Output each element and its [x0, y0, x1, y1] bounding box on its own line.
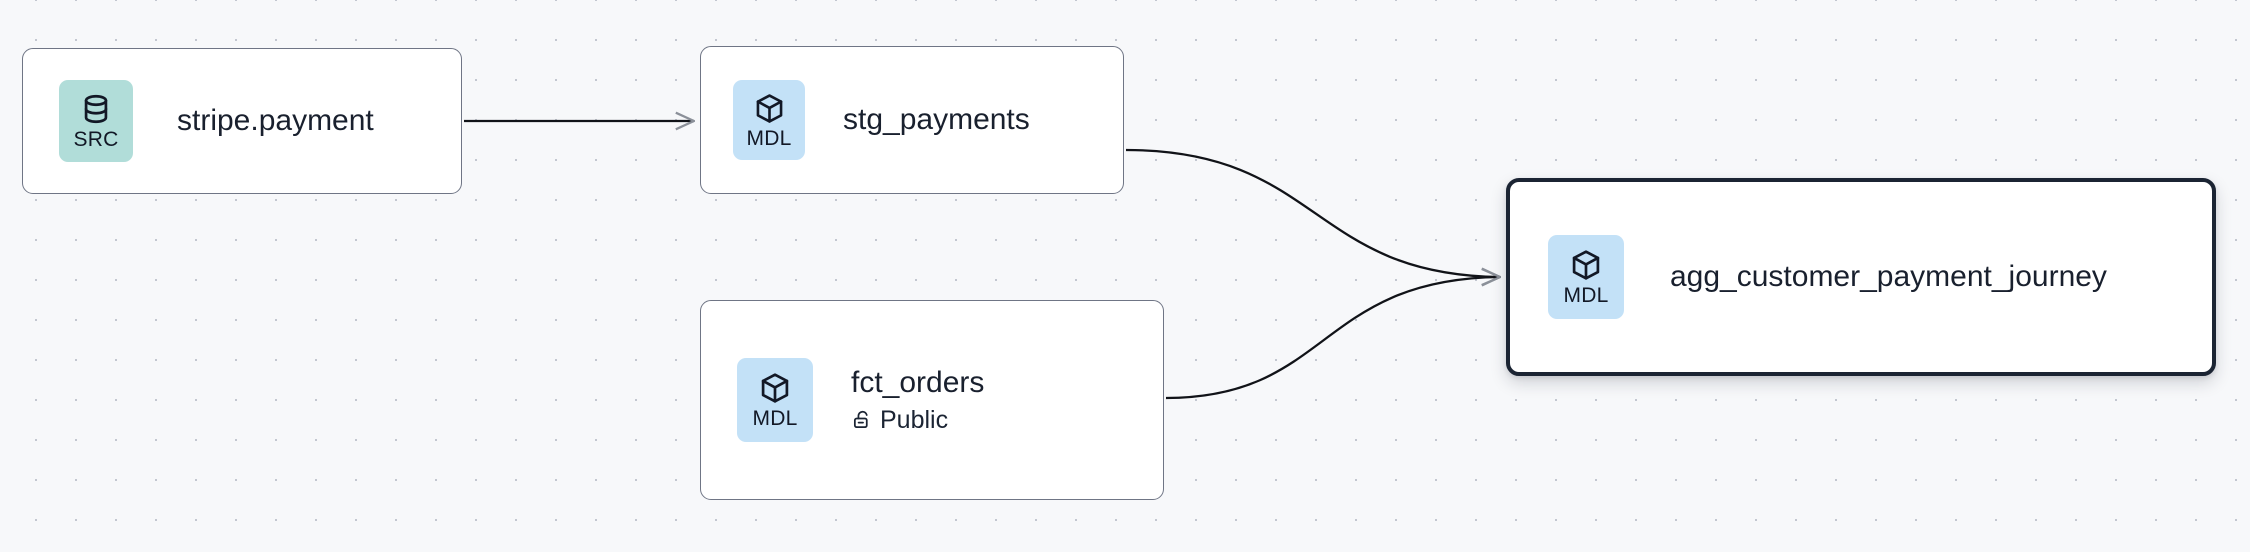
badge-label: MDL	[746, 126, 792, 150]
node-kind-badge-src: SRC	[59, 80, 133, 162]
node-body: stripe.payment	[177, 104, 374, 138]
node-body: agg_customer_payment_journey	[1670, 260, 2107, 294]
edge-fct-to-agg	[1165, 277, 1500, 400]
node-body: fct_orders Public	[851, 366, 984, 434]
node-title: fct_orders	[851, 365, 985, 399]
lineage-node-stg-payments[interactable]: MDL stg_payments	[700, 46, 1124, 194]
lineage-node-agg-customer-payment-journey[interactable]: MDL agg_customer_payment_journey	[1506, 178, 2216, 376]
cube-icon	[758, 371, 792, 405]
lineage-node-stripe-payment[interactable]: SRC stripe.payment	[22, 48, 462, 194]
node-kind-badge-mdl: MDL	[733, 80, 805, 160]
edge-stg-to-agg	[1125, 148, 1500, 277]
node-title: agg_customer_payment_journey	[1670, 260, 2107, 294]
database-icon	[79, 92, 113, 126]
node-visibility: Public	[851, 405, 984, 435]
cube-icon	[753, 92, 786, 125]
visibility-label: Public	[880, 405, 949, 434]
cube-icon	[1569, 248, 1603, 282]
badge-label: MDL	[1563, 284, 1609, 307]
unlock-icon	[851, 409, 873, 431]
badge-label: MDL	[752, 407, 798, 430]
node-kind-badge-mdl: MDL	[1548, 235, 1624, 319]
node-kind-badge-mdl: MDL	[737, 358, 813, 442]
node-title: stripe.payment	[177, 104, 374, 138]
badge-label: SRC	[73, 128, 119, 151]
node-title: stg_payments	[843, 103, 1030, 137]
node-body: stg_payments	[843, 103, 1030, 137]
lineage-node-fct-orders[interactable]: MDL fct_orders Public	[700, 300, 1164, 500]
